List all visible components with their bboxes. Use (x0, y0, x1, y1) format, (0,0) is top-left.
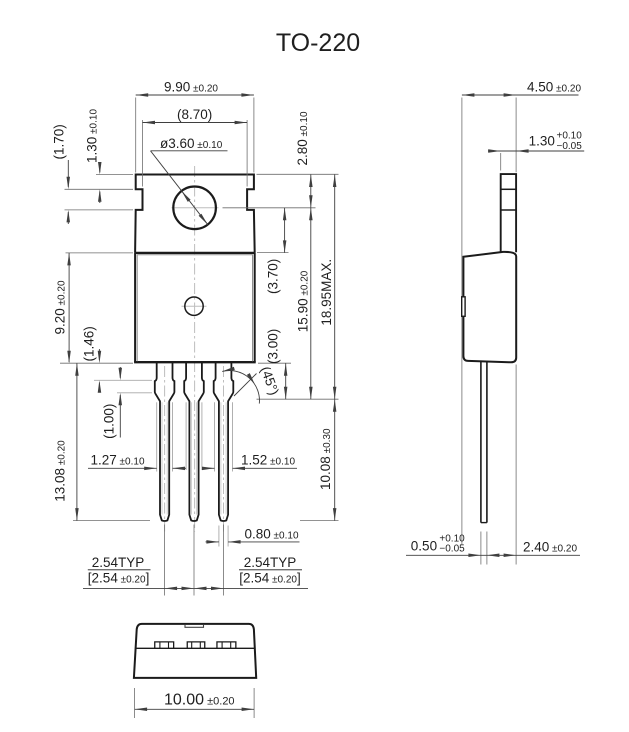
svg-text:2.54TYP: 2.54TYP (92, 555, 145, 570)
svg-text:18.95MAX.: 18.95MAX. (319, 259, 334, 326)
svg-text:(8.70): (8.70) (177, 107, 212, 122)
svg-text:13.08 ±0.20: 13.08 ±0.20 (52, 440, 67, 502)
svg-text:10.00 ±0.20: 10.00 ±0.20 (164, 692, 235, 709)
svg-text:(1.70): (1.70) (52, 124, 67, 159)
svg-text:2.40 ±0.20: 2.40 ±0.20 (523, 539, 577, 554)
svg-text:2.54TYP: 2.54TYP (244, 555, 297, 570)
svg-text:1.30 ±0.10: 1.30 ±0.10 (85, 109, 100, 163)
svg-text:1.52 ±0.10: 1.52 ±0.10 (241, 453, 295, 468)
svg-text:10.08 ±0.30: 10.08 ±0.30 (318, 428, 333, 490)
svg-text:15.90 ±0.20: 15.90 ±0.20 (296, 270, 311, 332)
svg-text:(3.00): (3.00) (266, 329, 281, 364)
svg-text:[2.54 ±0.20]: [2.54 ±0.20] (239, 571, 301, 586)
svg-text:(3.70): (3.70) (266, 259, 281, 294)
svg-text:(1.00): (1.00) (102, 404, 117, 439)
svg-text:TO-220: TO-220 (276, 29, 360, 57)
svg-text:9.20 ±0.20: 9.20 ±0.20 (52, 280, 67, 334)
svg-text:1.27 ±0.10: 1.27 ±0.10 (91, 453, 145, 468)
svg-text:9.90 ±0.20: 9.90 ±0.20 (164, 80, 218, 95)
svg-text:+0.10: +0.10 (557, 130, 583, 141)
svg-text:0.80 ±0.10: 0.80 ±0.10 (245, 527, 299, 542)
svg-text:ø3.60 ±0.10: ø3.60 ±0.10 (160, 136, 223, 151)
svg-text:1.30: 1.30 (529, 134, 555, 149)
svg-text:2.80 ±0.10: 2.80 ±0.10 (295, 111, 310, 165)
svg-text:+0.10: +0.10 (439, 533, 465, 544)
svg-text:4.50 ±0.20: 4.50 ±0.20 (527, 80, 581, 95)
svg-text:−0.05: −0.05 (557, 141, 583, 152)
svg-text:(1.46): (1.46) (81, 326, 96, 361)
svg-text:0.50: 0.50 (411, 538, 437, 553)
svg-text:[2.54 ±0.20]: [2.54 ±0.20] (88, 571, 150, 586)
svg-text:−0.05: −0.05 (439, 544, 465, 555)
